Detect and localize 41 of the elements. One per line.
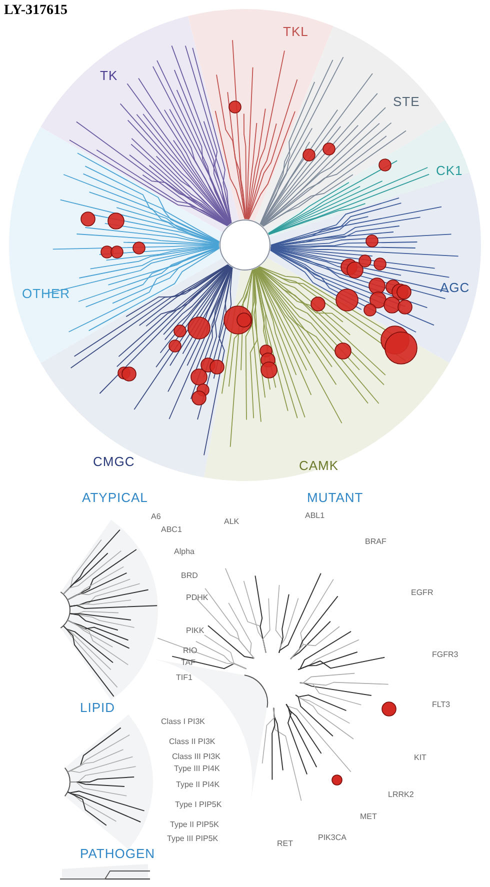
kinase-label: FGFR3 [432,651,458,659]
kinase-label: PIKK [186,627,204,635]
title-text: LY-317615 [4,3,68,19]
family-label: TKL [283,25,308,38]
kinase-label: ABC1 [161,526,182,534]
kinase-label: Type III PI4K [174,765,220,773]
family-label: AGC [440,281,470,294]
kinase-label: Type II PI4K [176,781,220,789]
kinase-label: MET [360,813,377,821]
kinase-label: PIK3CA [318,834,346,842]
family-label: STE [393,95,420,108]
family-label: LIPID [80,701,116,714]
kinase-label: ABL1 [305,512,325,520]
kinase-label: BRAF [365,538,386,546]
family-label: PATHOGEN [80,847,156,860]
kinase-label: Alpha [174,548,194,556]
kinase-label: FLT3 [432,701,450,709]
kinase-label: A6 [151,513,161,521]
family-label: MUTANT [307,491,364,504]
kinase-label: Type II PIP5K [170,821,219,829]
kinase-label: Type I PIP5K [175,801,222,809]
kinase-label: ALK [224,518,240,526]
kinase-label: PDHK [186,594,208,602]
family-label: ATYPICAL [82,491,148,504]
family-label: OTHER [22,287,70,300]
family-label: CAMK [299,459,339,472]
kinase-label: RET [277,840,293,848]
kinase-label: Class I PI3K [161,718,206,726]
family-label: CMGC [93,455,135,468]
kinase-label: TIF1 [176,674,192,682]
kinase-label: Type III PIP5K [167,835,218,843]
kinase-label: LRRK2 [388,791,414,799]
family-label: TK [100,69,118,82]
kinase-label: Class III PI3K [172,753,220,761]
kinase-label: TAF [181,659,196,667]
kinase-label: Class II PI3K [169,738,216,746]
kinase-label: KIT [414,754,426,762]
family-label: CK1 [436,164,463,177]
kinase-label: RIO [183,647,198,655]
kinase-label: BRD [181,572,198,580]
kinase-label: EGFR [411,589,434,597]
